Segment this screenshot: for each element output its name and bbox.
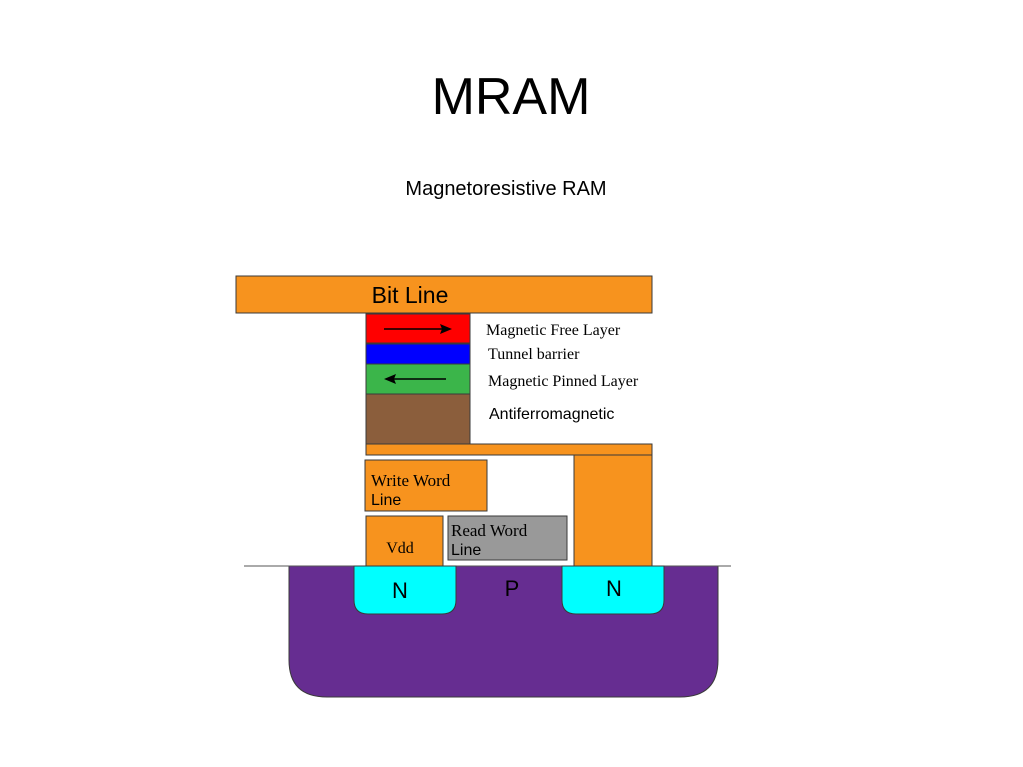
n-well-left (353, 565, 457, 615)
antiferromagnetic-layer (365, 393, 471, 445)
contact-via (573, 454, 653, 567)
tunnel-barrier (365, 343, 471, 365)
read-word-line-label-2: Line (451, 542, 481, 559)
free-layer-label: Magnetic Free Layer (486, 322, 621, 339)
p-region-label: P (505, 576, 520, 601)
write-word-line-label-1: Write Word (371, 471, 451, 490)
write-word-line-label-2: Line (371, 492, 401, 509)
antiferro-label: Antiferromagnetic (489, 406, 614, 423)
bottom-electrode (365, 443, 653, 456)
vdd-gate (365, 515, 444, 567)
left-arrowhead-icon (384, 374, 396, 384)
bit-line-label: Bit Line (372, 282, 449, 308)
write-word-line (364, 459, 488, 512)
n-well-right (561, 565, 665, 615)
read-word-line-label-1: Read Word (451, 521, 528, 540)
pinned-layer-label: Magnetic Pinned Layer (488, 373, 639, 390)
bit-line (235, 275, 653, 314)
n-right-label: N (606, 576, 622, 601)
slide-title: MRAM (432, 68, 591, 126)
read-word-line (447, 515, 568, 561)
vdd-label: Vdd (386, 540, 414, 557)
slide-subtitle: Magnetoresistive RAM (405, 178, 606, 200)
right-arrowhead-icon (440, 324, 452, 334)
tunnel-barrier-label: Tunnel barrier (488, 346, 580, 363)
n-left-label: N (392, 578, 408, 603)
